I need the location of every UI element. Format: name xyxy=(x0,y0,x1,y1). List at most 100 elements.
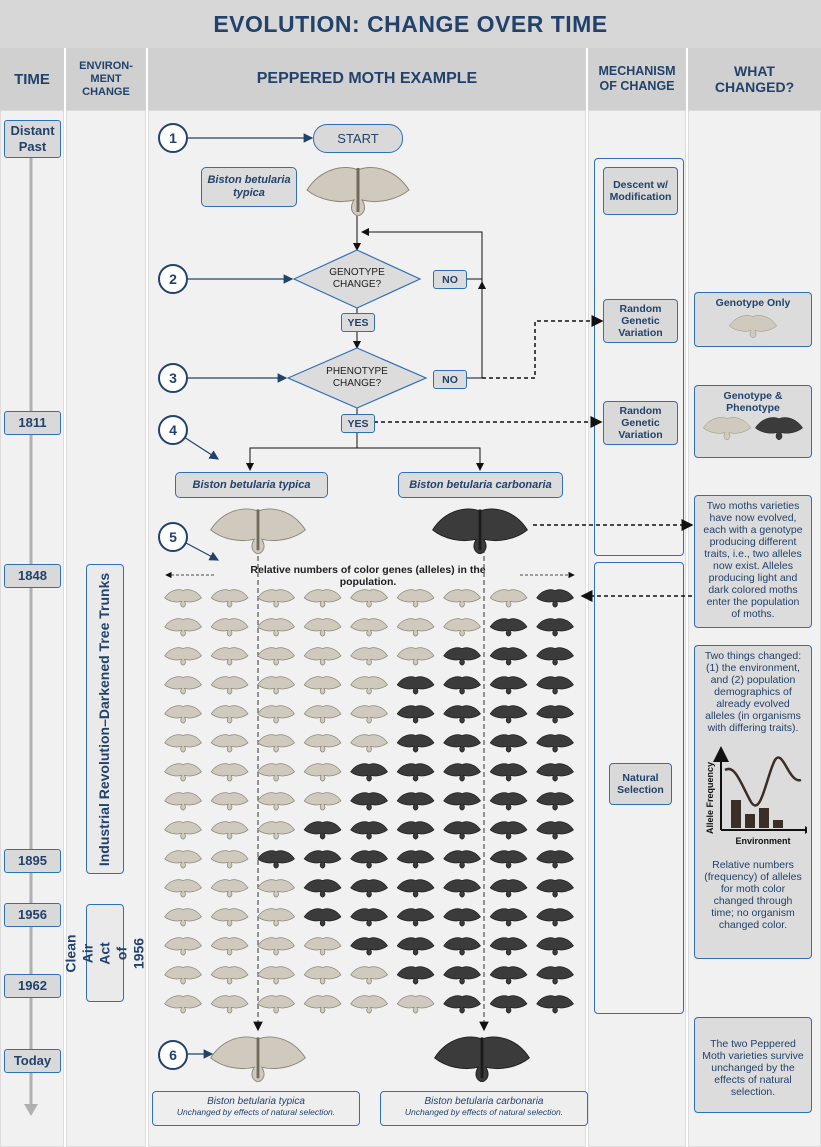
moth-light-icon xyxy=(303,763,342,782)
moth-typica-mid xyxy=(210,508,306,554)
moth-light-icon xyxy=(303,937,342,956)
moth-light-icon xyxy=(257,676,295,695)
moth-light-icon xyxy=(303,734,342,753)
moth-dark-icon xyxy=(443,676,481,695)
moth-typica-top xyxy=(306,167,410,216)
moth-dark-icon xyxy=(350,821,388,840)
moth-dark-icon xyxy=(536,734,574,753)
moth-dark-icon xyxy=(396,966,435,985)
mechanism-natural-selection: Natural Selection xyxy=(609,763,672,805)
time-1962: 1962 xyxy=(4,974,61,998)
moth-dark-icon xyxy=(489,734,528,753)
moth-light-icon xyxy=(164,676,202,695)
moth-dark-icon xyxy=(303,879,342,898)
moth-light-icon xyxy=(210,763,249,782)
moth-light-icon xyxy=(164,908,202,927)
time-today: Today xyxy=(4,1049,61,1073)
moth-dark-icon xyxy=(443,879,481,898)
yes-tag-1: YES xyxy=(341,313,375,332)
moth-light-icon xyxy=(257,618,295,637)
moth-light-icon xyxy=(164,618,202,637)
what-genotype-only: Genotype Only xyxy=(694,292,812,347)
population-grid xyxy=(164,589,574,1014)
header-what-changed: WHAT CHANGED? xyxy=(688,48,821,110)
moth-dark-icon xyxy=(536,792,574,811)
time-1848: 1848 xyxy=(4,564,61,588)
moth-dark-icon xyxy=(443,647,481,666)
moth-dark-icon xyxy=(303,821,342,840)
moth-dark-icon xyxy=(396,734,435,753)
final-carbonaria-name: Biston betularia carbonaria xyxy=(424,1096,544,1107)
moth-carbonaria-final xyxy=(434,1036,530,1082)
moth-dark-icon xyxy=(396,937,435,956)
header-time: TIME xyxy=(0,48,66,110)
time-1811: 1811 xyxy=(4,411,61,435)
no-tag-1: NO xyxy=(433,270,467,289)
moth-light-icon xyxy=(257,705,295,724)
allele-frequency-chart: Allele Frequency Environment xyxy=(705,746,811,846)
moth-dark-icon xyxy=(489,879,528,898)
moth-phenotype-dark xyxy=(755,417,804,441)
moth-light-icon xyxy=(210,879,249,898)
moth-dark-icon xyxy=(396,879,435,898)
moth-dark-icon xyxy=(536,937,574,956)
moth-dark-icon xyxy=(536,589,574,608)
moth-light-icon xyxy=(396,618,435,637)
moth-dark-icon xyxy=(536,763,574,782)
moth-light-icon xyxy=(303,618,342,637)
moth-dark-icon xyxy=(350,792,388,811)
moth-light-icon xyxy=(257,734,295,753)
step-2: 2 xyxy=(158,264,188,294)
moth-light-icon xyxy=(303,966,342,985)
env-clean-air-act: Clean Air Act of 1956 xyxy=(63,904,147,1002)
moth-dark-icon xyxy=(350,937,388,956)
step-5: 5 xyxy=(158,522,188,552)
moth-dark-icon xyxy=(489,647,528,666)
moth-light-icon xyxy=(350,618,388,637)
moth-light-icon xyxy=(164,879,202,898)
moth-light-icon xyxy=(303,995,342,1014)
moth-dark-icon xyxy=(303,908,342,927)
header-example: PEPPERED MOTH EXAMPLE xyxy=(148,48,588,110)
moth-dark-icon xyxy=(536,850,574,869)
moth-dark-icon xyxy=(396,850,435,869)
moth-genotype-only xyxy=(729,315,777,339)
moth-dark-icon xyxy=(536,647,574,666)
moth-light-icon xyxy=(164,995,202,1014)
moth-dark-icon xyxy=(350,879,388,898)
moth-light-icon xyxy=(164,647,202,666)
relative-numbers-text: Relative numbers (frequency) of alleles … xyxy=(704,859,802,931)
start-node: START xyxy=(313,124,403,153)
chart-xlabel: Environment xyxy=(735,836,790,846)
moth-typica-final xyxy=(210,1036,306,1082)
mechanism-column xyxy=(588,110,686,1147)
mechanism-random-variation-2: Random Genetic Variation xyxy=(603,401,678,445)
moth-light-icon xyxy=(257,821,295,840)
mechanism-random-variation-1: Random Genetic Variation xyxy=(603,299,678,343)
moth-light-icon xyxy=(164,589,202,608)
moth-light-icon xyxy=(164,763,202,782)
moth-dark-icon xyxy=(489,792,528,811)
moth-light-icon xyxy=(303,705,342,724)
moth-light-icon xyxy=(164,850,202,869)
time-distant-past: Distant Past xyxy=(4,120,61,158)
moth-light-icon xyxy=(164,792,202,811)
step-1: 1 xyxy=(158,123,188,153)
moth-light-icon xyxy=(164,966,202,985)
moth-light-icon xyxy=(257,937,295,956)
moth-light-icon xyxy=(257,908,295,927)
moth-dark-icon xyxy=(396,908,435,927)
moth-dark-icon xyxy=(443,734,481,753)
moth-light-icon xyxy=(396,589,435,608)
moth-dark-icon xyxy=(396,705,435,724)
moth-light-icon xyxy=(210,618,249,637)
moth-light-icon xyxy=(210,937,249,956)
moth-phenotype-light xyxy=(702,417,751,441)
moth-light-icon xyxy=(303,589,342,608)
time-1895: 1895 xyxy=(4,849,61,873)
species-typica: Biston betularia typica xyxy=(175,472,328,498)
moth-light-icon xyxy=(164,937,202,956)
step-4: 4 xyxy=(158,415,188,445)
moth-dark-icon xyxy=(350,850,388,869)
two-things-text: Two things changed: (1) the environment,… xyxy=(704,650,802,734)
